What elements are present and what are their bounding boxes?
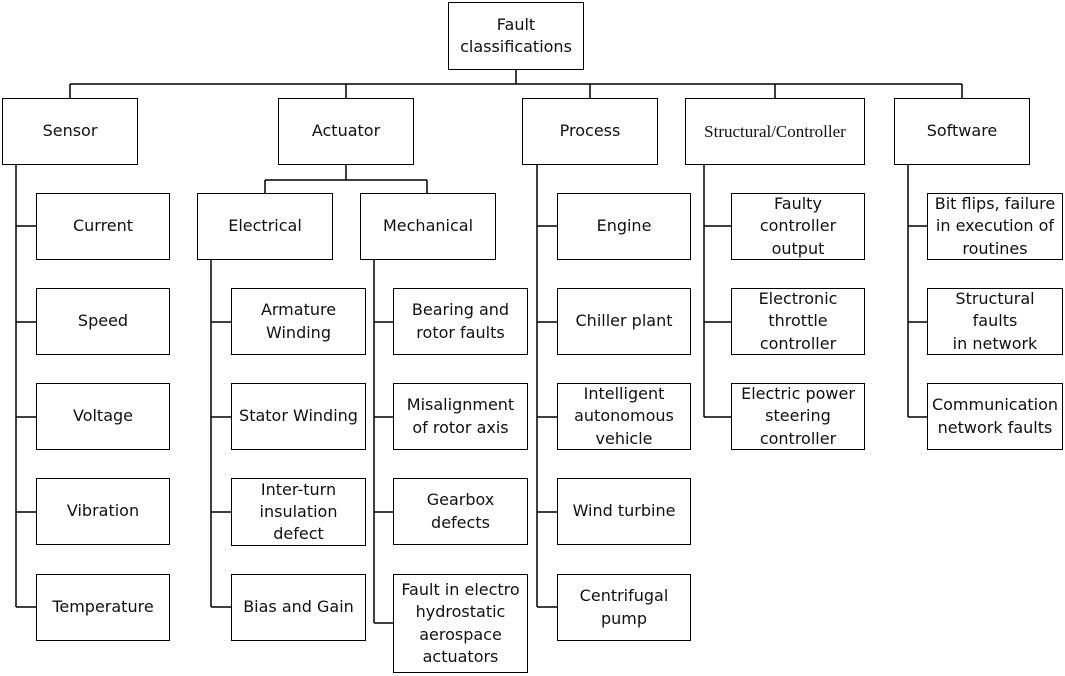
category-structural-controller: Structural/Controller — [685, 98, 865, 165]
software-item-bit-flips: Bit flips, failure in execution of routi… — [927, 193, 1063, 260]
electrical-item-inter-turn-defect: Inter-turn insulation defect — [231, 478, 366, 546]
electrical-item-stator-winding: Stator Winding — [231, 383, 366, 450]
root-node: Fault classifications — [448, 2, 584, 70]
software-item-network-structural-faults: Structural faults in network — [927, 288, 1063, 355]
group-mechanical: Mechanical — [360, 193, 496, 260]
mechanical-item-rotor-misalignment: Misalignment of rotor axis — [393, 383, 528, 450]
process-item-engine: Engine — [557, 193, 691, 260]
structural-item-faulty-output: Faulty controller output — [731, 193, 865, 260]
process-item-autonomous-vehicle: Intelligent autonomous vehicle — [557, 383, 691, 450]
electrical-item-bias-and-gain: Bias and Gain — [231, 574, 366, 641]
sensor-item-temperature: Temperature — [36, 574, 170, 641]
software-item-communication-faults: Communication network faults — [927, 383, 1063, 450]
electrical-item-armature-winding: Armature Winding — [231, 288, 366, 355]
sensor-item-current: Current — [36, 193, 170, 260]
structural-item-steering-controller: Electric power steering controller — [731, 383, 865, 450]
sensor-item-vibration: Vibration — [36, 478, 170, 545]
category-process: Process — [522, 98, 658, 165]
sensor-item-speed: Speed — [36, 288, 170, 355]
mechanical-item-bearing-rotor: Bearing and rotor faults — [393, 288, 528, 355]
structural-item-throttle-controller: Electronic throttle controller — [731, 288, 865, 355]
category-actuator: Actuator — [278, 98, 414, 165]
category-sensor: Sensor — [2, 98, 138, 165]
mechanical-item-electro-hydrostatic: Fault in electro hydrostatic aerospace a… — [393, 574, 528, 673]
process-item-wind-turbine: Wind turbine — [557, 478, 691, 545]
group-electrical: Electrical — [197, 193, 333, 260]
process-item-chiller-plant: Chiller plant — [557, 288, 691, 355]
mechanical-item-gearbox-defects: Gearbox defects — [393, 478, 528, 545]
category-software: Software — [894, 98, 1030, 165]
sensor-item-voltage: Voltage — [36, 383, 170, 450]
process-item-centrifugal-pump: Centrifugal pump — [557, 574, 691, 641]
